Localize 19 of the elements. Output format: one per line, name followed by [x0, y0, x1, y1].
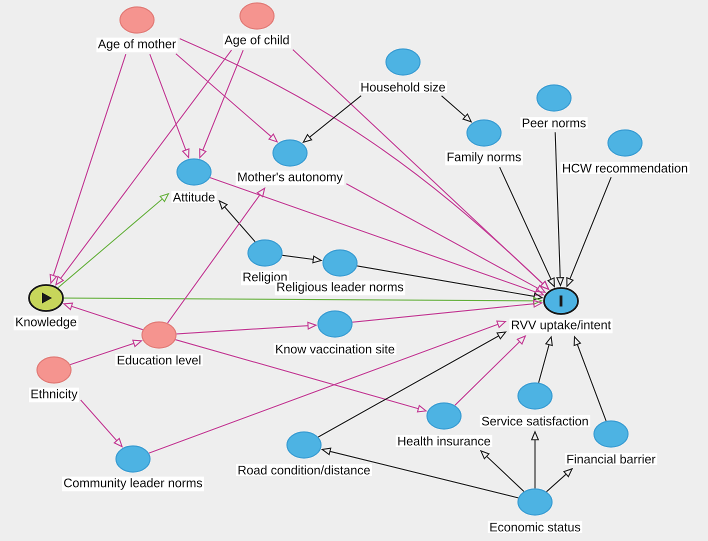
variable-label: Mother's autonomy	[236, 170, 344, 186]
variable-label: Religion	[241, 270, 289, 286]
variable-label: Community leader norms	[62, 476, 204, 492]
variable-label: Family norms	[445, 150, 523, 166]
variable-label: Health insurance	[396, 434, 492, 448]
variable-label: Age of child	[222, 34, 292, 48]
variable-label: Economic status	[488, 520, 582, 534]
variable-label: HCW recommendation	[560, 162, 690, 174]
variable-label: Ethnicity	[28, 388, 80, 402]
variable-label: Education level	[115, 354, 203, 366]
variable-label: Road condition/distance	[236, 464, 372, 476]
variable-label: Age of mother	[96, 38, 178, 52]
variable-label: RVV uptake/intent	[509, 318, 613, 334]
variable-label: Household size	[358, 80, 448, 94]
variable-label: Peer norms	[520, 117, 588, 129]
variable-label: Know vaccination site	[274, 342, 396, 356]
variable-label: Knowledge	[14, 316, 78, 330]
variable-label: Financial barrier	[564, 452, 658, 466]
variable-label: Service satisfaction	[480, 414, 590, 428]
